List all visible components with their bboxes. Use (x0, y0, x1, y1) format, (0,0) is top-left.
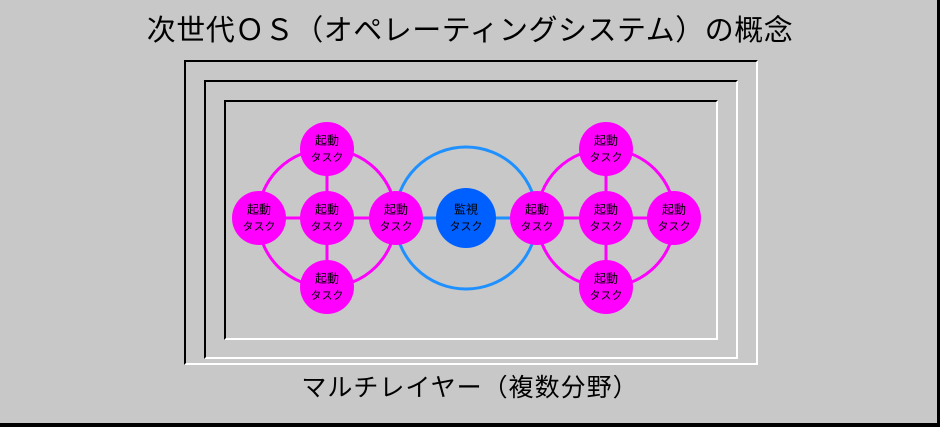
task-left-center-label-primary: 起動 (315, 203, 339, 217)
task-right-south-label-primary: 起動 (594, 272, 618, 286)
task-left-south-label-secondary: タスク (311, 289, 344, 302)
task-right-west-label-primary: 起動 (525, 203, 549, 217)
task-left-south-shape (300, 260, 354, 314)
task-right-east-label-secondary: タスク (658, 220, 691, 233)
monitor-center-shape (436, 188, 496, 248)
task-left-west-label-secondary: タスク (243, 220, 276, 233)
task-left-south-label-primary: 起動 (315, 272, 339, 286)
layer-frame-middle (204, 80, 738, 359)
task-right-west-shape (510, 191, 564, 245)
task-left-west-label-primary: 起動 (247, 203, 271, 217)
page-title: 次世代ＯＳ（オペレーティングシステム）の概念 (146, 13, 794, 47)
task-left-east-shape (369, 191, 423, 245)
task-right-south-shape (579, 260, 633, 314)
task-left-north-shape (300, 122, 354, 176)
task-right-center-shape (579, 191, 633, 245)
layer-frame-inner (224, 100, 718, 340)
task-right-south-label-secondary: タスク (590, 289, 623, 302)
task-right-center-label-secondary: タスク (590, 220, 623, 233)
task-right-east-shape (647, 191, 701, 245)
monitor-center-label-primary: 監視 (454, 202, 478, 217)
monitor-center-label-secondary: タスク (450, 220, 483, 233)
task-right-east-label-primary: 起動 (662, 203, 686, 217)
diagram-caption: マルチレイヤー（複数分野） (301, 373, 639, 402)
task-right-north-shape (579, 122, 633, 176)
task-left-center-shape (300, 191, 354, 245)
task-left-north-label-secondary: タスク (311, 151, 344, 164)
task-right-center-label-primary: 起動 (594, 203, 618, 217)
task-left-center-label-secondary: タスク (311, 220, 344, 233)
task-right-north-label-secondary: タスク (590, 151, 623, 164)
task-left-north-label-primary: 起動 (315, 134, 339, 148)
task-right-west-label-secondary: タスク (521, 220, 554, 233)
task-left-east-label-primary: 起動 (384, 203, 408, 217)
task-left-east-label-secondary: タスク (380, 220, 413, 233)
task-left-west-shape (232, 191, 286, 245)
task-right-north-label-primary: 起動 (594, 134, 618, 148)
node-group: 起動タスク起動タスク起動タスク起動タスク起動タスク起動タスク起動タスク起動タスク… (232, 122, 701, 314)
layer-frame-outer (184, 60, 758, 365)
